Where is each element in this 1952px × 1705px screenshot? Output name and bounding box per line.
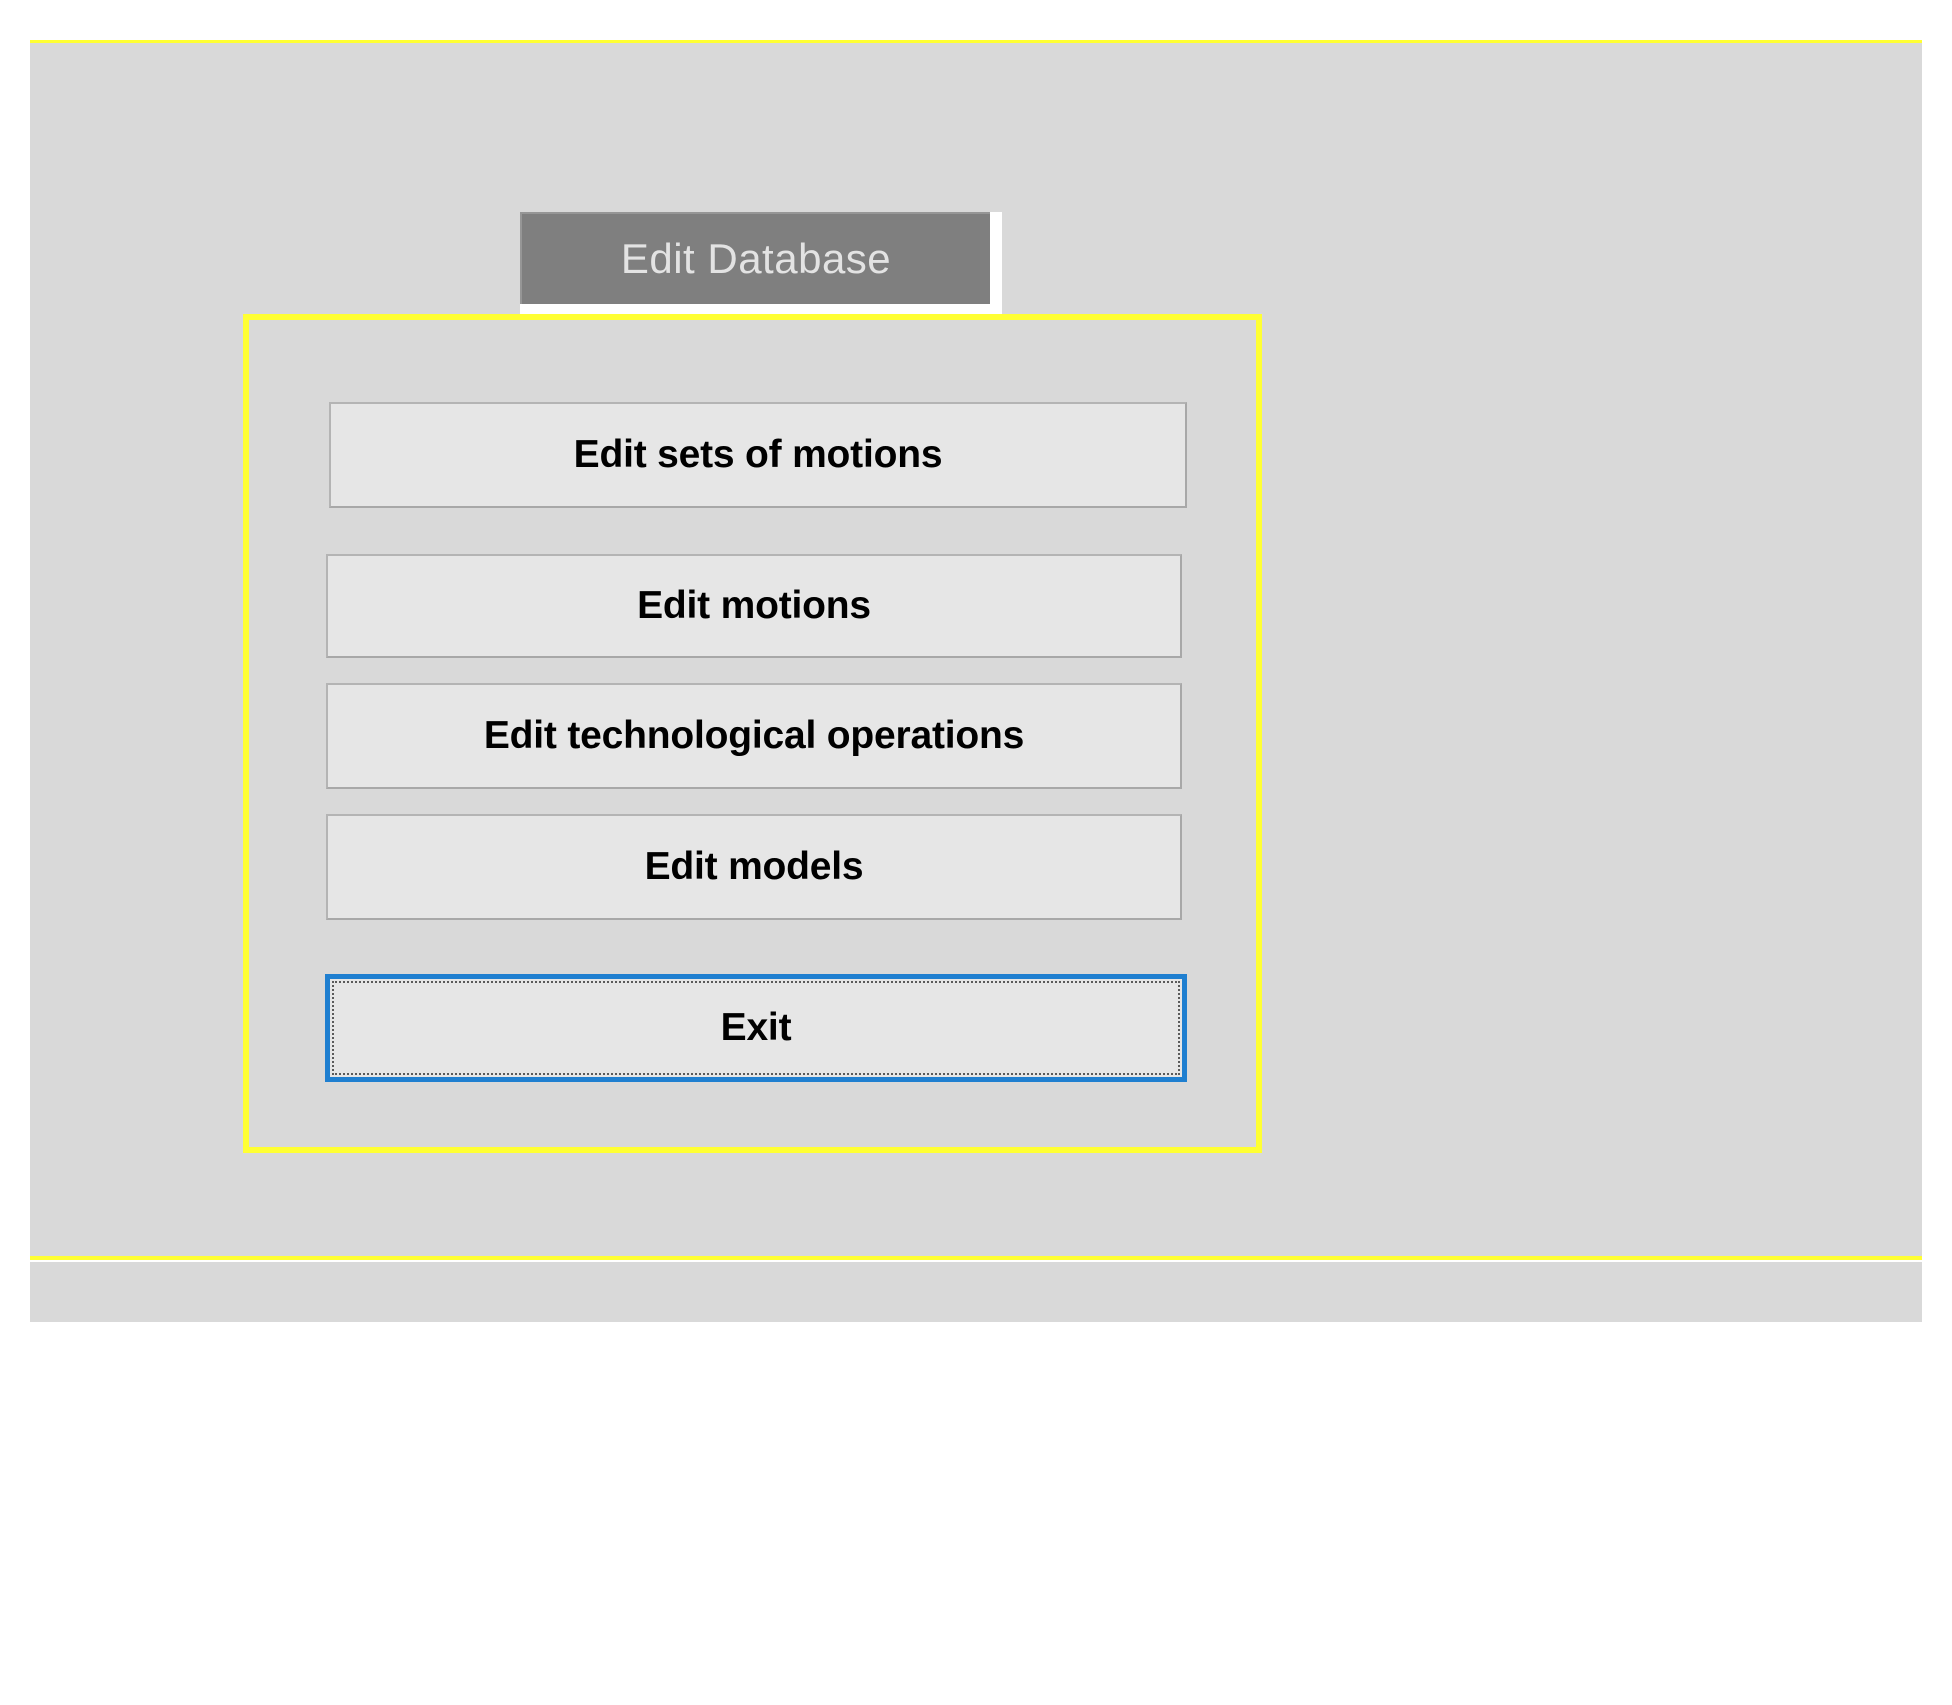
bottom-divider-rule [30, 1256, 1922, 1260]
edit-models-label: Edit models [644, 845, 864, 888]
exit-button[interactable]: Exit [325, 974, 1187, 1082]
edit-motions-label: Edit motions [637, 584, 871, 627]
edit-technological-operations-button[interactable]: Edit technological operations [326, 683, 1182, 789]
edit-models-button[interactable]: Edit models [326, 814, 1182, 920]
exit-label: Exit [720, 1006, 792, 1049]
edit-sets-of-motions-button[interactable]: Edit sets of motions [329, 402, 1187, 508]
dialog-body: Edit sets of motions Edit motions Edit t… [249, 320, 1256, 1147]
window-title: Edit Database [620, 235, 892, 282]
edit-sets-of-motions-label: Edit sets of motions [573, 433, 943, 476]
edit-motions-button[interactable]: Edit motions [326, 554, 1182, 658]
window-titlebar-container: Edit Database [520, 212, 1002, 319]
window-titlebar: Edit Database [520, 212, 990, 304]
edit-database-dialog: Edit sets of motions Edit motions Edit t… [243, 314, 1262, 1153]
top-divider-rule [30, 40, 1922, 43]
edit-technological-operations-label: Edit technological operations [483, 714, 1025, 757]
footer-background [30, 1262, 1922, 1322]
